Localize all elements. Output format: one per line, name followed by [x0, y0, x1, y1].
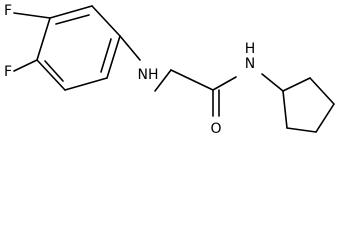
amide-n-label: N: [245, 56, 255, 72]
ring-double-bond-inner-2: [100, 38, 112, 73]
amide-h-label: H: [245, 41, 256, 57]
ring-bond-c5-c6: [36, 59, 66, 91]
cyclopentyl-bond-2: [309, 77, 335, 105]
ring-double-bond-inner-1: [55, 14, 90, 25]
carbonyl-oxygen-label: O: [210, 121, 221, 137]
bond-c6-fluorine-bottom: [13, 59, 38, 72]
ring-double-bond-inner-3: [44, 60, 64, 82]
ring-bond-c1-c2: [49, 5, 93, 19]
cyclopentyl-bond-3: [315, 103, 335, 133]
molecule-structure: F F NH N H O: [4, 3, 335, 137]
fluorine-bottom-label: F: [4, 64, 12, 80]
cyclopentyl-ring: [282, 77, 335, 133]
ring-bond-c6-c1: [36, 17, 51, 61]
ring-bond-c2-c3: [91, 5, 121, 37]
fluorine-top-label: F: [4, 3, 12, 19]
bond-methylene-to-carbonyl: [170, 69, 214, 91]
ring-bond-c3-c4: [106, 35, 121, 79]
bond-ring-to-amine: [119, 35, 141, 61]
bond-carbonyl-to-amide-n: [212, 76, 237, 91]
bond-amide-n-to-cyclopentyl: [261, 73, 284, 92]
cyclopentyl-bond-1: [282, 77, 311, 92]
ring-bond-c4-c5: [64, 77, 108, 91]
bond-c1-fluorine-top: [13, 12, 51, 19]
bond-amine-to-methylene: [154, 69, 172, 92]
cyclopentyl-bond-4: [286, 127, 317, 133]
benzene-ring: [36, 5, 121, 91]
cyclopentyl-bond-5: [282, 90, 288, 129]
amine-nh-label: NH: [138, 67, 159, 83]
